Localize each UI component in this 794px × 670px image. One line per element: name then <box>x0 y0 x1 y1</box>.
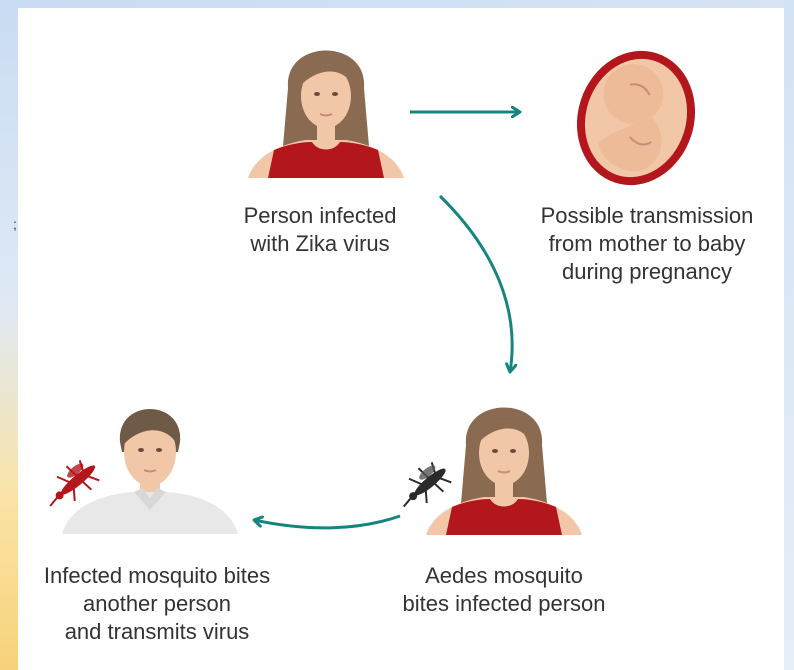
woman-icon <box>426 408 582 536</box>
mosquito-icon <box>391 455 456 517</box>
label-mosquito-transmits: Infected mosquito bites another person a… <box>12 562 302 646</box>
fetus-icon <box>560 35 712 200</box>
label-mother-to-baby: Possible transmission from mother to bab… <box>508 202 786 286</box>
woman-icon <box>248 51 404 179</box>
arrow-to-mosquito-bite <box>440 196 512 372</box>
arrow-to-another-person <box>254 516 400 528</box>
label-aedes-bites: Aedes mosquito bites infected person <box>370 562 638 618</box>
label-infected-person: Person infected with Zika virus <box>196 202 444 258</box>
